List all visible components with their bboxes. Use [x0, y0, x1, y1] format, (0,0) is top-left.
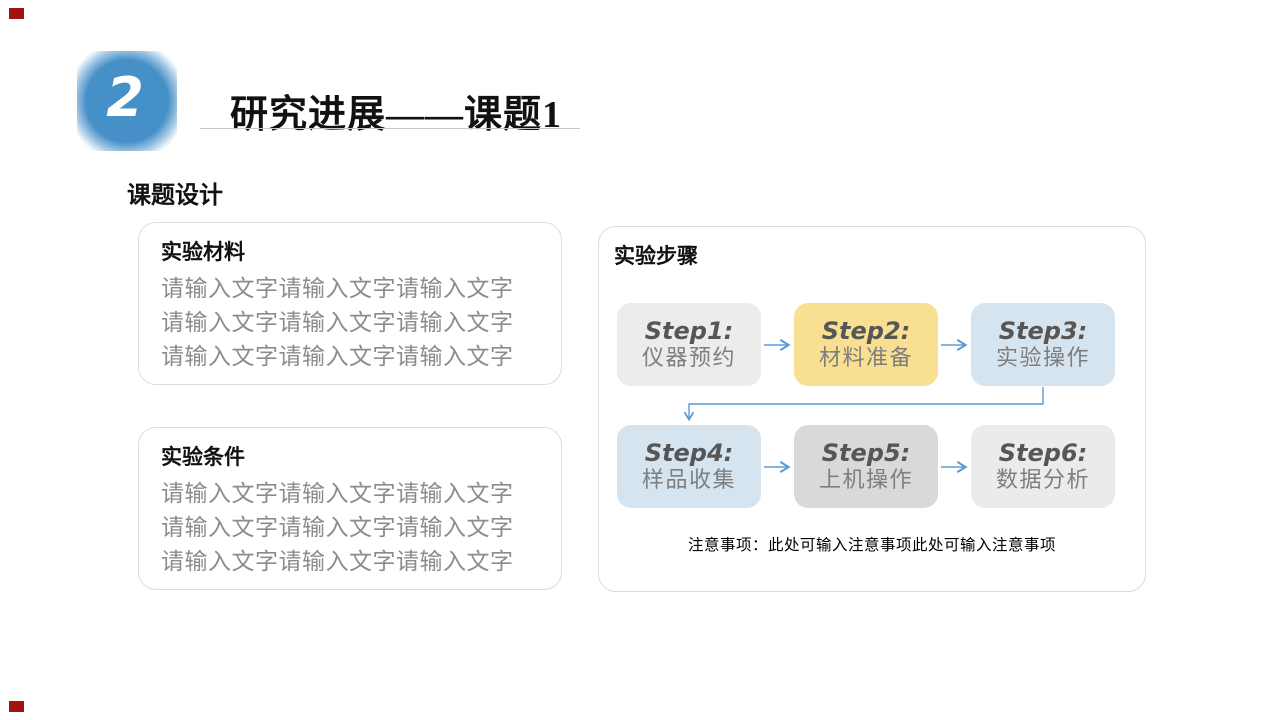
- step-text: 材料准备: [818, 344, 913, 370]
- step-text: 仪器预约: [641, 344, 736, 370]
- step-label: Step3:: [998, 317, 1088, 346]
- section-subtitle: 课题设计: [127, 183, 223, 209]
- step-text: 上机操作: [818, 466, 913, 492]
- step-box-5: Step5: 上机操作: [794, 425, 938, 508]
- step-text: 实验操作: [995, 344, 1090, 370]
- step-text: 数据分析: [995, 466, 1090, 492]
- placeholder-text-line: 请输入文字请输入文字请输入文字: [161, 344, 514, 369]
- corner-accent-bottom: [9, 701, 24, 712]
- steps-note: 注意事项：此处可输入注意事项此处可输入注意事项: [687, 537, 1056, 554]
- step-box-4: Step4: 样品收集: [617, 425, 761, 508]
- page-title: 研究进展——课题1: [230, 94, 563, 136]
- step-text: 样品收集: [641, 466, 736, 492]
- placeholder-text-line: 请输入文字请输入文字请输入文字: [161, 515, 514, 540]
- step-label: Step4:: [644, 439, 734, 468]
- step-label: Step6:: [998, 439, 1088, 468]
- section-number: 2: [106, 66, 144, 129]
- step-label: Step5:: [821, 439, 911, 468]
- corner-accent-top: [9, 8, 24, 19]
- conditions-panel: 实验条件 请输入文字请输入文字请输入文字 请输入文字请输入文字请输入文字 请输入…: [138, 427, 562, 590]
- step-box-6: Step6: 数据分析: [971, 425, 1115, 508]
- arrow-step3-step4: [683, 387, 1044, 422]
- placeholder-text-line: 请输入文字请输入文字请输入文字: [161, 310, 514, 335]
- materials-panel: 实验材料 请输入文字请输入文字请输入文字 请输入文字请输入文字请输入文字 请输入…: [138, 222, 562, 385]
- title-underline: [200, 128, 580, 129]
- step-label: Step2:: [821, 317, 911, 346]
- step-label: Step1:: [644, 317, 734, 346]
- placeholder-text-line: 请输入文字请输入文字请输入文字: [161, 276, 514, 301]
- placeholder-text-line: 请输入文字请输入文字请输入文字: [161, 549, 514, 574]
- materials-panel-title: 实验材料: [161, 240, 245, 264]
- steps-panel-title: 实验步骤: [614, 244, 698, 268]
- placeholder-text-line: 请输入文字请输入文字请输入文字: [161, 481, 514, 506]
- step-box-3: Step3: 实验操作: [971, 303, 1115, 386]
- section-number-badge: 2: [77, 51, 177, 151]
- steps-panel: 实验步骤 Step1: 仪器预约 Step2: 材料准备 Step3: 实验操作: [598, 226, 1146, 592]
- conditions-panel-title: 实验条件: [161, 445, 245, 469]
- step-box-2: Step2: 材料准备: [794, 303, 938, 386]
- step-box-1: Step1: 仪器预约: [617, 303, 761, 386]
